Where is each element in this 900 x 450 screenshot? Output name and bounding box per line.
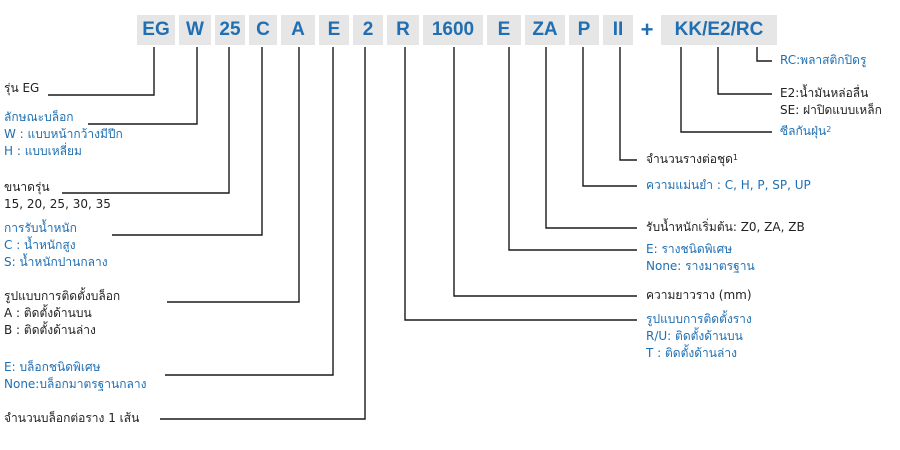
- label-seal-text: ซีลกันฝุ่น: [780, 124, 827, 138]
- leader-cap: [756, 47, 772, 62]
- label-rail-mount-ru: R/U: ติดตั้งด้านบน: [646, 329, 743, 343]
- label-e2: E2:น้ำมันหล่อลื่น: [780, 86, 869, 100]
- leader-rail-length: [453, 47, 637, 297]
- label-seal: ซีลกันฝุ่น2: [780, 123, 831, 140]
- label-rail-mount-t: T : ติดตั้งด้านล่าง: [646, 346, 737, 360]
- code-segment-series: EG: [137, 15, 175, 45]
- leader-seal: [680, 47, 772, 133]
- label-size-title: ขนาดรุ่น: [4, 180, 50, 194]
- label-rails-per-set-note: 1: [732, 153, 738, 162]
- label-block-special-e: E: บล็อกชนิดพิเศษ: [4, 360, 101, 374]
- label-preload: รับน้ำหนักเริ่มต้น: Z0, ZA, ZB: [646, 220, 805, 234]
- code-segment-rail-special: E: [487, 15, 521, 45]
- code-segment-rail-mount: R: [387, 15, 419, 45]
- label-rails-per-set: จำนวนรางต่อชุด1: [646, 151, 738, 168]
- leader-preload: [545, 47, 637, 229]
- label-rail-mount-title: รูปแบบการติดตั้งราง: [646, 312, 752, 326]
- label-rc: RC:พลาสติกปิดรู: [780, 53, 867, 67]
- leader-block-special: [165, 47, 334, 376]
- label-blocks-per-rail: จำนวนบล็อกต่อราง 1 เส้น: [4, 411, 140, 425]
- label-block-type-w: W : แบบหน้ากว้างมีปีก: [4, 127, 123, 141]
- label-load-c: C : น้ำหนักสูง: [4, 238, 76, 252]
- label-load-title: การรับน้ำหนัก: [4, 221, 77, 235]
- leader-blocks-per-rail: [160, 47, 366, 420]
- label-seal-note: 2: [826, 125, 832, 134]
- code-segment-load: C: [249, 15, 277, 45]
- code-segment-preload: ZA: [525, 15, 565, 45]
- label-block-type-h: H : แบบเหลี่ยม: [4, 144, 82, 158]
- label-rail-special-none: None: รางมาตรฐาน: [646, 259, 755, 273]
- code-segment-precision: P: [569, 15, 599, 45]
- leader-rails-per-set: [619, 47, 637, 161]
- leader-model: [48, 47, 155, 96]
- label-rails-per-set-text: จำนวนรางต่อชุด: [646, 152, 733, 166]
- label-precision: ความแม่นยำ : C, H, P, SP, UP: [646, 178, 811, 192]
- label-block-mount-title: รูปแบบการติดตั้งบล็อก: [4, 289, 121, 303]
- code-segment-rails-per-set: II: [603, 15, 633, 45]
- leader-load: [112, 47, 263, 236]
- code-segment-block-special: E: [319, 15, 349, 45]
- leader-lube: [717, 47, 772, 95]
- code-segment-block-mount: A: [281, 15, 315, 45]
- label-size-values: 15, 20, 25, 30, 35: [4, 197, 111, 211]
- label-load-s: S: น้ำหนักปานกลาง: [4, 255, 108, 269]
- label-block-mount-a: A : ติดตั้งด้านบน: [4, 306, 92, 320]
- label-rail-special-e: E: รางชนิดพิเศษ: [646, 242, 733, 256]
- code-segment-rail-length: 1600: [423, 15, 483, 45]
- code-plus: +: [640, 17, 654, 42]
- leader-rail-special: [508, 47, 637, 251]
- leader-precision: [582, 47, 637, 187]
- code-segment-size: 25: [215, 15, 245, 45]
- label-block-type-title: ลักษณะบล็อก: [4, 110, 74, 124]
- leader-block-type: [88, 47, 198, 125]
- code-segment-blocks-count: 2: [353, 15, 383, 45]
- leader-rail-mount: [404, 47, 637, 321]
- code-segment-block-type: W: [179, 15, 211, 45]
- leader-block-mount: [167, 47, 300, 303]
- leader-size: [62, 47, 230, 194]
- label-rail-length: ความยาวราง (mm): [646, 288, 752, 302]
- label-se: SE: ฝาปิดแบบเหล็ก: [780, 103, 882, 117]
- label-model: รุ่น EG: [4, 81, 40, 95]
- code-segment-accessories: KK/E2/RC: [661, 15, 777, 45]
- label-block-special-none: None:บล็อกมาตรฐานกลาง: [4, 377, 147, 391]
- label-block-mount-b: B : ติดตั้งด้านล่าง: [4, 323, 96, 337]
